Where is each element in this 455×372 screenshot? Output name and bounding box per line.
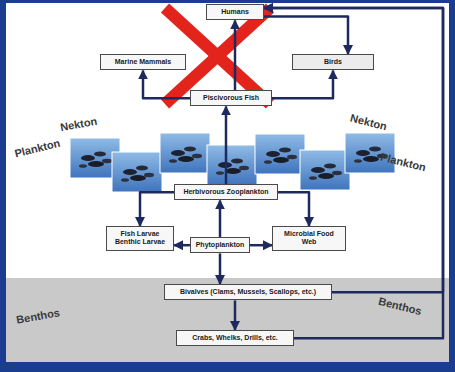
- box-text: Humans: [211, 8, 259, 16]
- food-web-box: Humans: [206, 4, 264, 20]
- fish-photo: [300, 150, 350, 190]
- food-web-box: Marine Mammals: [100, 54, 186, 70]
- box-text: Herbivorous Zooplankton: [179, 188, 273, 196]
- food-web-box: Microbial Food Web: [272, 226, 346, 251]
- food-arrow: [219, 200, 222, 237]
- fish-photo: [112, 152, 162, 192]
- box-text: Bivalves (Clams, Mussels, Scallops, etc.…: [169, 288, 327, 296]
- food-web-box: Fish Larvae Benthic Larvae: [106, 226, 174, 251]
- fish-photo: [255, 134, 305, 174]
- food-web-box: Birds: [292, 54, 374, 70]
- food-arrow: [140, 192, 174, 226]
- box-text: Fish Larvae Benthic Larvae: [111, 230, 169, 247]
- box-text: Piscivorous Fish: [195, 94, 267, 102]
- food-arrow: [264, 16, 348, 54]
- food-web-box: Crabs, Whelks, Drills, etc.: [176, 330, 294, 346]
- box-text: Marine Mammals: [105, 58, 181, 66]
- food-arrow: [234, 300, 237, 330]
- food-arrow: [278, 192, 309, 226]
- food-web-box: Phytoplankton: [190, 237, 250, 253]
- box-text: Microbial Food Web: [277, 230, 341, 247]
- box-text: Birds: [297, 58, 369, 66]
- fish-photo: [207, 145, 257, 185]
- food-arrow: [143, 70, 190, 98]
- food-arrow: [225, 106, 228, 184]
- food-web-box: Herbivorous Zooplankton: [174, 184, 278, 200]
- food-arrow: [234, 20, 237, 90]
- food-arrow: [250, 244, 272, 247]
- box-text: Crabs, Whelks, Drills, etc.: [181, 334, 289, 342]
- fish-photo: [160, 133, 210, 173]
- food-arrow: [219, 253, 222, 284]
- food-arrow: [174, 244, 190, 247]
- box-text: Phytoplankton: [195, 241, 245, 249]
- food-arrow: [272, 70, 333, 98]
- food-web-box: Piscivorous Fish: [190, 90, 272, 106]
- food-arrow: [264, 8, 443, 292]
- food-web-box: Bivalves (Clams, Mussels, Scallops, etc.…: [164, 284, 332, 300]
